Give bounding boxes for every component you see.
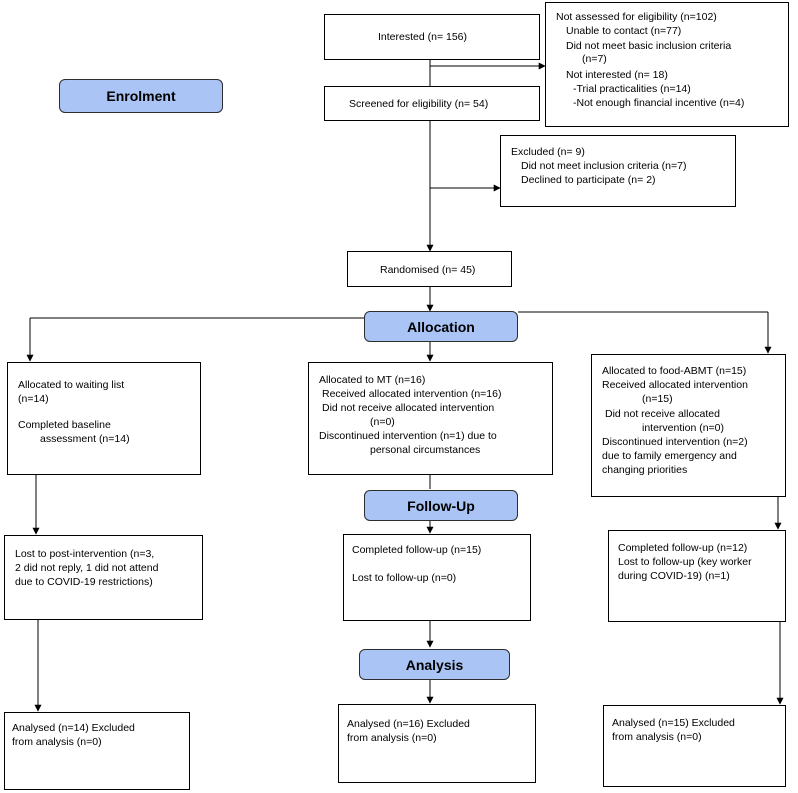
box-line: Allocated to MT (n=16) bbox=[319, 374, 426, 386]
stage-enrolment: Enrolment bbox=[59, 79, 223, 113]
box-line: Did not receive allocated intervention bbox=[322, 402, 495, 414]
box-randomised: Randomised (n= 45) bbox=[347, 251, 512, 287]
box-analysed-food: Analysed (n=15) Excluded from analysis (… bbox=[603, 705, 786, 787]
box-followup-mt: Completed follow-up (n=15) Lost to follo… bbox=[343, 534, 531, 621]
box-line: (n=14) bbox=[18, 393, 49, 405]
box-line: Interested (n= 156) bbox=[378, 31, 468, 43]
box-lost-waiting: Lost to post-intervention (n=3, 2 did no… bbox=[4, 535, 203, 620]
box-waiting-list: Allocated to waiting list (n=14) Complet… bbox=[7, 362, 201, 475]
box-line: from analysis (n=0) bbox=[612, 731, 702, 743]
stage-allocation: Allocation bbox=[364, 311, 518, 342]
box-analysed-mt: Analysed (n=16) Excluded from analysis (… bbox=[338, 704, 536, 783]
box-line: Not assessed for eligibility (n=102) bbox=[556, 11, 717, 23]
box-line: Did not receive allocated bbox=[605, 408, 720, 420]
box-line: Completed follow-up (n=15) bbox=[352, 544, 482, 556]
box-line: -Trial practicalities (n=14) bbox=[573, 83, 691, 95]
box-line: Discontinued intervention (n=1) due to bbox=[319, 430, 497, 442]
box-line: Analysed (n=16) Excluded bbox=[347, 718, 470, 730]
stage-follow-up: Follow-Up bbox=[364, 490, 518, 521]
box-line: intervention (n=0) bbox=[642, 422, 725, 434]
box-line: personal circumstances bbox=[370, 444, 481, 456]
box-line: due to COVID-19 restrictions) bbox=[15, 576, 153, 588]
box-followup-food: Completed follow-up (n=12) Lost to follo… bbox=[608, 530, 786, 622]
box-line: Lost to post-intervention (n=3, bbox=[15, 548, 155, 560]
stage-analysis: Analysis bbox=[359, 649, 510, 680]
box-line: Screened for eligibility (n= 54) bbox=[349, 98, 489, 110]
box-line: Randomised (n= 45) bbox=[380, 264, 476, 276]
box-line: (n=7) bbox=[582, 53, 607, 65]
box-line: from analysis (n=0) bbox=[12, 736, 102, 748]
box-excluded: Excluded (n= 9) Did not meet inclusion c… bbox=[500, 135, 736, 207]
box-line: Allocated to waiting list bbox=[18, 379, 125, 391]
box-screened: Screened for eligibility (n= 54) bbox=[324, 86, 540, 121]
box-line: Declined to participate (n= 2) bbox=[521, 174, 656, 186]
box-analysed-waiting: Analysed (n=14) Excluded from analysis (… bbox=[4, 712, 190, 790]
box-line: changing priorities bbox=[602, 464, 688, 476]
box-not-assessed: Not assessed for eligibility (n=102) Una… bbox=[545, 2, 789, 127]
box-line: (n=15) bbox=[642, 393, 673, 405]
box-line: Allocated to food-ABMT (n=15) bbox=[602, 365, 747, 377]
box-line: 2 did not reply, 1 did not attend bbox=[15, 562, 159, 574]
box-line: assessment (n=14) bbox=[40, 433, 130, 445]
box-line: Received allocated intervention bbox=[602, 379, 748, 391]
box-line: Discontinued intervention (n=2) bbox=[602, 436, 748, 448]
box-mt: Allocated to MT (n=16) Received allocate… bbox=[308, 362, 553, 475]
box-line: Did not meet inclusion criteria (n=7) bbox=[521, 160, 687, 172]
box-line: Lost to follow-up (n=0) bbox=[352, 572, 457, 584]
box-food-abmt: Allocated to food-ABMT (n=15) Received a… bbox=[591, 354, 786, 497]
box-line: -Not enough financial incentive (n=4) bbox=[573, 97, 745, 109]
box-line: Analysed (n=15) Excluded bbox=[612, 717, 735, 729]
box-line: Not interested (n= 18) bbox=[566, 69, 668, 81]
box-line: Completed baseline bbox=[18, 419, 111, 431]
box-line: Unable to contact (n=77) bbox=[566, 25, 682, 37]
box-line: Lost to follow-up (key worker bbox=[618, 556, 752, 568]
box-line: during COVID-19) (n=1) bbox=[618, 570, 730, 582]
box-line: Received allocated intervention (n=16) bbox=[322, 388, 502, 400]
box-interested: Interested (n= 156) bbox=[324, 14, 540, 60]
box-line: due to family emergency and bbox=[602, 450, 737, 462]
box-line: Did not meet basic inclusion criteria bbox=[566, 40, 732, 52]
box-line: Excluded (n= 9) bbox=[511, 146, 585, 158]
box-line: Completed follow-up (n=12) bbox=[618, 542, 748, 554]
box-line: Analysed (n=14) Excluded bbox=[12, 722, 135, 734]
box-line: (n=0) bbox=[370, 416, 395, 428]
box-line: from analysis (n=0) bbox=[347, 732, 437, 744]
